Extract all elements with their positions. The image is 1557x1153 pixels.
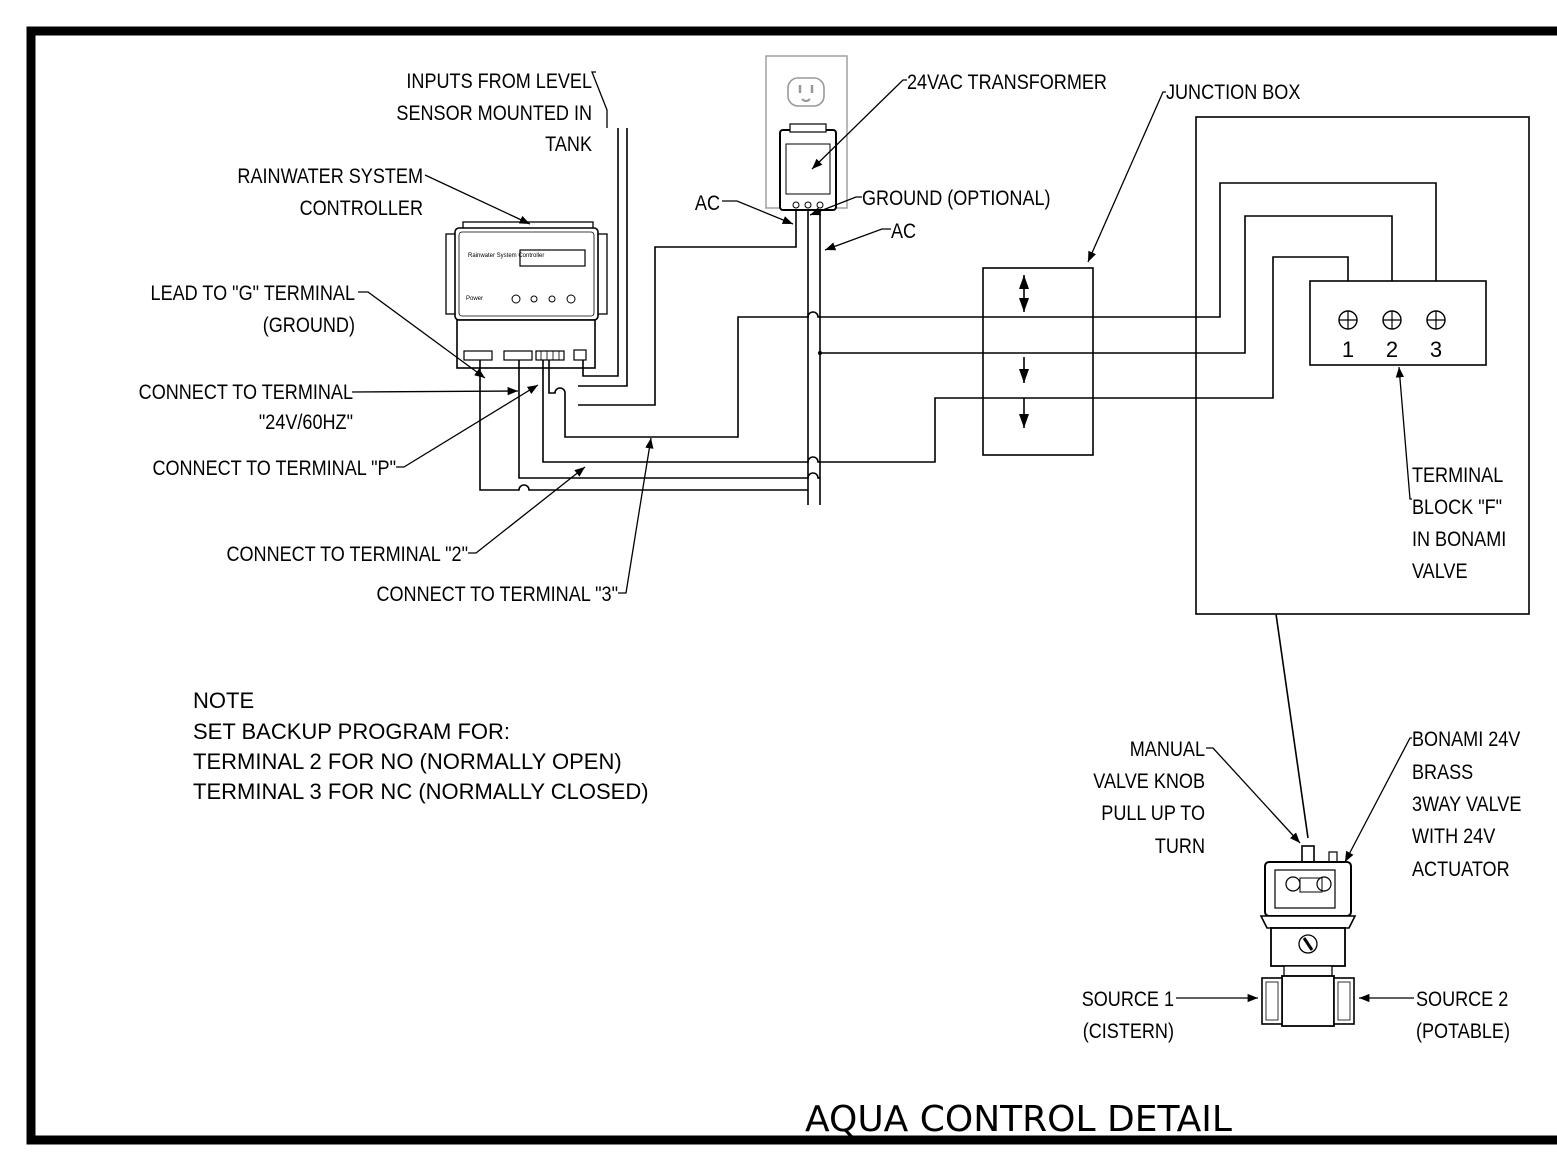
svg-text:BRASS: BRASS [1412,761,1473,785]
label-level-sensor: INPUTS FROM LEVEL SENSOR MOUNTED IN TANK [396,70,592,157]
svg-text:LEAD TO "G" TERMINAL: LEAD TO "G" TERMINAL [151,282,356,306]
svg-text:MANUAL: MANUAL [1130,738,1205,762]
label-controller: RAINWATER SYSTEM CONTROLLER [237,165,423,221]
bonami-valve [1259,845,1357,1027]
label-manual-knob: MANUAL VALVE KNOB PULL UP TO TURN [1093,738,1205,859]
label-terminal-3: CONNECT TO TERMINAL "3" [376,583,618,607]
label-bonami: BONAMI 24V BRASS 3WAY VALVE WITH 24V ACT… [1412,728,1521,882]
svg-text:TANK: TANK [545,133,592,157]
svg-text:SENSOR MOUNTED IN: SENSOR MOUNTED IN [396,102,592,126]
controller-brand-label: Rainwater System Controller [468,253,544,259]
drawing-title: AQUA CONTROL DETAIL [805,1099,1232,1140]
valve-enclosure [1195,116,1530,615]
svg-text:"24V/60HZ": "24V/60HZ" [259,411,353,435]
label-terminal-24v: CONNECT TO TERMINAL "24V/60HZ" [139,381,353,435]
svg-text:IN BONAMI: IN BONAMI [1412,528,1506,552]
note-line: TERMINAL 3 FOR NC (NORMALLY CLOSED) [193,779,649,804]
svg-text:(CISTERN): (CISTERN) [1083,1020,1174,1044]
label-terminal-block: TERMINAL BLOCK "F" IN BONAMI VALVE [1412,464,1506,584]
label-terminal-p: CONNECT TO TERMINAL "P" [152,457,396,481]
label-ground: GROUND (OPTIONAL) [862,187,1051,211]
terminal-block: 1 2 3 [1309,280,1487,366]
svg-text:CONNECT TO TERMINAL: CONNECT TO TERMINAL [139,381,353,405]
drawing-border [26,26,1557,1145]
svg-text:WITH 24V: WITH 24V [1412,825,1495,849]
svg-text:PULL UP TO: PULL UP TO [1101,802,1205,826]
note-line: TERMINAL 2 FOR NO (NORMALLY OPEN) [193,749,622,774]
terminal-number-2: 2 [1386,337,1398,362]
label-ac-right: AC [891,220,916,244]
leader-lines [351,71,1414,1003]
transformer [779,123,837,211]
svg-text:SOURCE 1: SOURCE 1 [1082,988,1174,1012]
note-line: SET BACKUP PROGRAM FOR: [193,719,510,744]
svg-text:TERMINAL: TERMINAL [1412,464,1503,488]
svg-text:(POTABLE): (POTABLE) [1416,1020,1510,1044]
label-ac-left: AC [695,192,720,216]
svg-text:(GROUND): (GROUND) [263,314,355,338]
svg-text:CONTROLLER: CONTROLLER [300,197,423,221]
svg-text:BLOCK "F": BLOCK "F" [1412,496,1502,520]
note-block: NOTE SET BACKUP PROGRAM FOR: TERMINAL 2 … [193,688,649,804]
junction-box [982,267,1094,456]
label-terminal-2: CONNECT TO TERMINAL "2" [226,543,468,567]
svg-text:VALVE: VALVE [1412,560,1468,584]
terminal-number-1: 1 [1342,337,1354,362]
svg-text:RAINWATER SYSTEM: RAINWATER SYSTEM [237,165,423,189]
note-heading: NOTE [193,688,254,713]
label-source-2: SOURCE 2 (POTABLE) [1416,988,1510,1044]
controller-device: Rainwater System Controller Power [445,221,608,369]
label-transformer: 24VAC TRANSFORMER [907,71,1107,95]
svg-text:INPUTS FROM LEVEL: INPUTS FROM LEVEL [406,70,592,94]
label-g-terminal: LEAD TO "G" TERMINAL (GROUND) [151,282,356,338]
label-junction-box: JUNCTION BOX [1166,81,1300,105]
label-source-1: SOURCE 1 (CISTERN) [1082,988,1174,1044]
svg-text:Power: Power [466,296,483,302]
svg-text:TURN: TURN [1155,835,1205,859]
svg-text:ACTUATOR: ACTUATOR [1412,858,1510,882]
svg-text:SOURCE 2: SOURCE 2 [1416,988,1508,1012]
svg-text:BONAMI 24V: BONAMI 24V [1412,728,1520,752]
terminal-number-3: 3 [1430,337,1442,362]
svg-text:3WAY VALVE: 3WAY VALVE [1412,793,1521,817]
svg-text:VALVE KNOB: VALVE KNOB [1093,770,1205,794]
